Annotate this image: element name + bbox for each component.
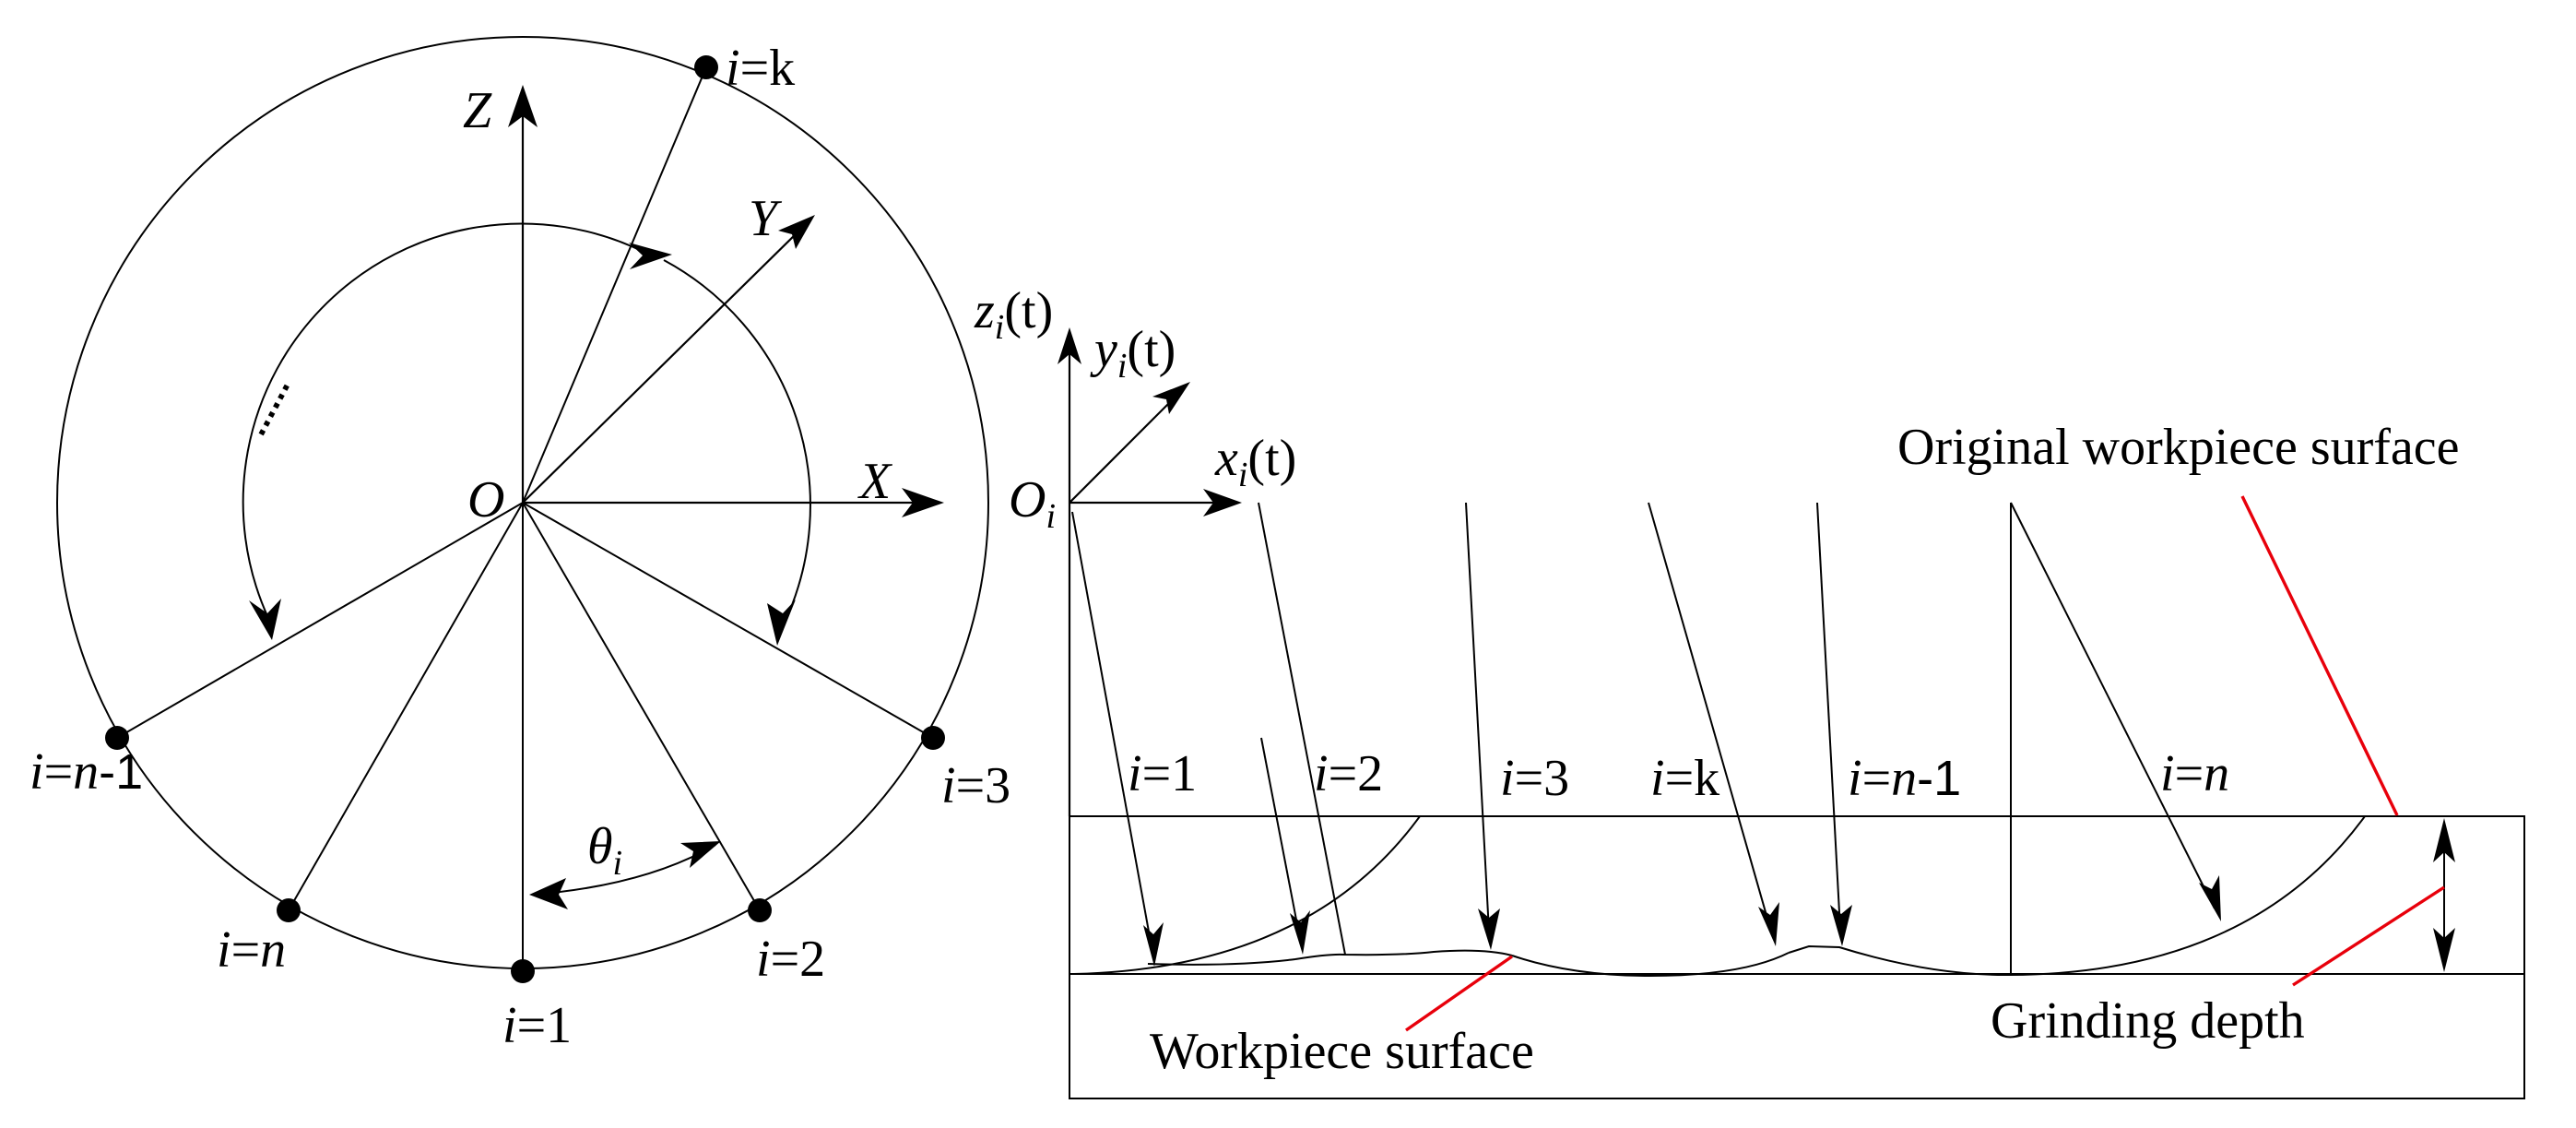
path-arc-grain-1: [1073, 815, 1421, 975]
path-arc-grain-2: [1294, 949, 1513, 960]
xi-axis-label: xi(t): [1214, 430, 1296, 494]
grain-path-label-2: i=2: [1314, 745, 1383, 802]
oi-origin-label: Oi: [1009, 471, 1056, 536]
grain-label-n: i=n: [217, 921, 286, 979]
grain-path-2: [1260, 737, 1301, 940]
workpiece-surface-leader: [1405, 955, 1513, 1032]
grinding-depth-leader: [2292, 885, 2445, 987]
grain-path-2-long: [1258, 502, 1346, 956]
z-axis-arrowhead: [508, 85, 538, 127]
grain-path-label-1: i=1: [1128, 745, 1197, 802]
zi-axis-arrowhead: [1058, 327, 1081, 364]
grain-path-n: [2010, 502, 2216, 909]
grain-label-2: i=2: [756, 931, 825, 988]
grain-path-k: [1648, 502, 1772, 932]
radius-grain-n: [288, 502, 524, 911]
grain-path-label-n-1: i=n-1: [1848, 750, 1961, 807]
xi-axis-arrowhead: [1203, 489, 1242, 517]
grain-label-k: i=k: [726, 40, 795, 97]
radius-grain-2: [522, 502, 761, 911]
grain-label-1: i=1: [502, 997, 572, 1054]
rotation-arc-left: [242, 222, 644, 619]
workpiece-block: [1069, 815, 2525, 1099]
rotation-arc-top-arrowhead: [629, 243, 672, 269]
grain-path-1-arrowhead: [1143, 922, 1164, 967]
yi-axis-label: yi(t): [1090, 321, 1176, 386]
theta-arc-arrowhead-right: [680, 841, 721, 868]
grain-label-3: i=3: [941, 757, 1010, 814]
grain-dot-3: [921, 726, 945, 750]
grain-label-n-1: i=n-1: [30, 743, 143, 801]
z-axis-label: Z: [463, 82, 492, 139]
grinding-depth-arrow-bottom: [2433, 928, 2455, 972]
workpiece-view: zi(t) yi(t) xi(t) Oi i=1 i=2 i=3 i=k i=n…: [974, 282, 2525, 1099]
radius-grain-n-1: [116, 502, 524, 739]
grain-path-n-1-arrowhead: [1830, 905, 1852, 946]
y-axis-arrowhead: [778, 215, 815, 249]
grain-dot-n: [277, 898, 301, 922]
grain-path-3: [1465, 502, 1490, 932]
grain-path-n-1: [1816, 502, 1841, 931]
grain-path-label-n: i=n: [2160, 745, 2229, 802]
theta-label: θi: [587, 818, 622, 883]
y-axis: [522, 227, 803, 504]
grain-path-3-arrowhead: [1478, 908, 1500, 950]
x-axis-arrowhead: [902, 488, 944, 517]
rotation-arc-right-arrowhead: [767, 600, 796, 646]
wheel-view: O Z X Y ...... θi i=1 i=2 i=3 i=k i=n-1 …: [30, 36, 1010, 1054]
rotation-arc-left-arrowhead: [249, 599, 281, 640]
grain-dot-k: [694, 55, 718, 79]
grain-path-2-arrowhead: [1290, 910, 1310, 955]
original-surface-annotation: Original workpiece surface: [1897, 419, 2460, 476]
path-arc-grain-n: [1788, 815, 2366, 977]
theta-arc-arrowhead-left: [529, 878, 568, 909]
ellipsis-dots: ......: [222, 365, 300, 445]
radius-grain-k: [522, 66, 707, 504]
yi-axis: [1069, 394, 1178, 504]
grain-dot-n-1: [105, 726, 129, 750]
grain-path-k-arrowhead: [1758, 902, 1779, 946]
grain-path-label-k: i=k: [1650, 750, 1719, 807]
x-axis-label: X: [857, 453, 893, 510]
zi-axis-label: zi(t): [974, 282, 1053, 347]
original-surface-leader: [2240, 495, 2399, 816]
radius-grain-3: [522, 502, 934, 739]
origin-label: O: [467, 471, 504, 528]
yi-axis-arrowhead: [1152, 382, 1190, 414]
grain-dot-2: [748, 898, 772, 922]
path-arc-grain-1-tail: [1147, 958, 1296, 966]
workpiece-surface-annotation: Workpiece surface: [1150, 1023, 1534, 1080]
rotation-arc-right: [663, 259, 811, 625]
grain-path-label-3: i=3: [1500, 750, 1569, 807]
path-arc-grain-3: [1511, 952, 1790, 978]
y-axis-label: Y: [749, 190, 783, 247]
grinding-depth-annotation: Grinding depth: [1991, 992, 2305, 1050]
grain-dot-1: [511, 959, 535, 983]
grinding-depth-arrow-top: [2433, 818, 2455, 862]
grain-path-1: [1071, 511, 1153, 953]
grain-path-n-arrowhead: [2199, 875, 2221, 921]
